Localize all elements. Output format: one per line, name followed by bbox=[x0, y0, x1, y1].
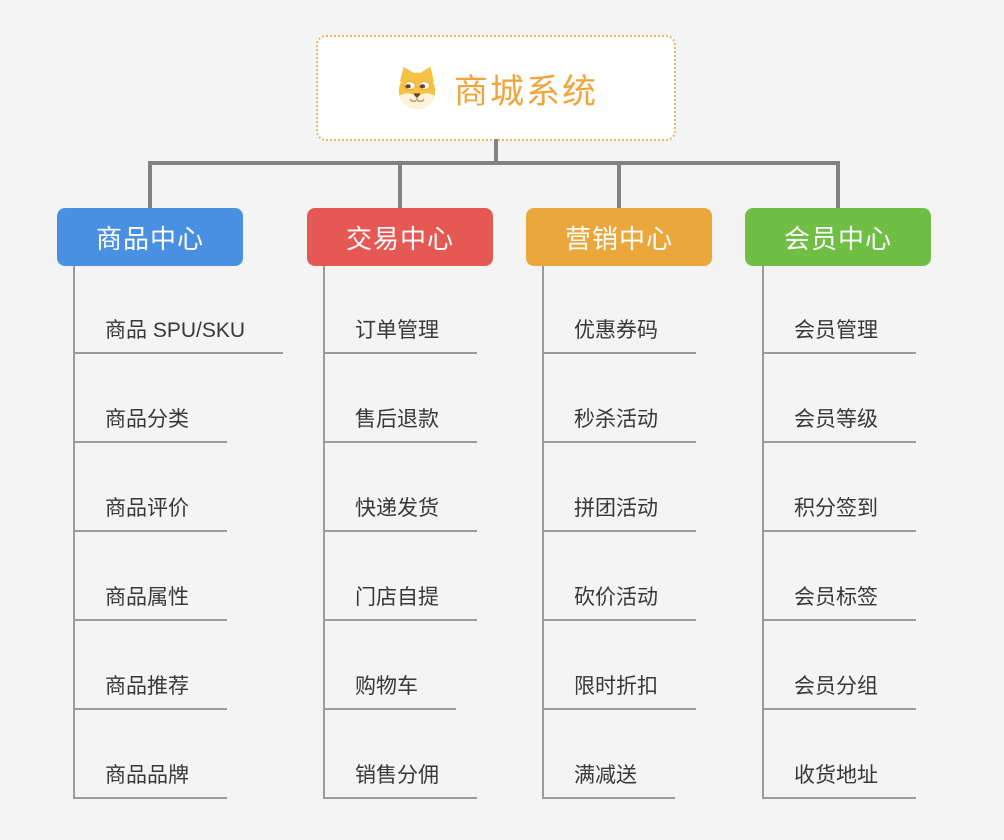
leaf-node[interactable]: 收货地址 bbox=[764, 761, 916, 799]
leaf-node[interactable]: 快递发货 bbox=[325, 494, 477, 532]
leaf-node[interactable]: 销售分佣 bbox=[325, 761, 477, 799]
branch-children-marketing-center: 优惠券码 秒杀活动 拼团活动 砍价活动 限时折扣 满减送 bbox=[542, 266, 782, 799]
leaf-node[interactable]: 砍价活动 bbox=[544, 583, 696, 621]
root-node[interactable]: 商城系统 bbox=[316, 35, 676, 141]
leaf-node[interactable]: 商品品牌 bbox=[75, 761, 227, 799]
leaf-node[interactable]: 商品分类 bbox=[75, 405, 227, 443]
connector-drop-branch-1 bbox=[148, 161, 152, 208]
leaf-node[interactable]: 商品属性 bbox=[75, 583, 227, 621]
branch-node-member-center[interactable]: 会员中心 bbox=[745, 208, 931, 266]
branch-node-trade-center[interactable]: 交易中心 bbox=[307, 208, 493, 266]
leaf-node[interactable]: 拼团活动 bbox=[544, 494, 696, 532]
leaf-node[interactable]: 会员分组 bbox=[764, 672, 916, 710]
branch-children-product-center: 商品 SPU/SKU 商品分类 商品评价 商品属性 商品推荐 商品品牌 bbox=[73, 266, 313, 799]
leaf-node[interactable]: 商品评价 bbox=[75, 494, 227, 532]
leaf-node[interactable]: 会员管理 bbox=[764, 316, 916, 354]
leaf-node[interactable]: 购物车 bbox=[325, 672, 456, 710]
connector-horizontal-bar bbox=[148, 161, 840, 165]
connector-root-drop bbox=[494, 139, 498, 165]
connector-drop-branch-2 bbox=[398, 161, 402, 208]
leaf-node[interactable]: 会员等级 bbox=[764, 405, 916, 443]
leaf-node[interactable]: 会员标签 bbox=[764, 583, 916, 621]
branch-node-marketing-center[interactable]: 营销中心 bbox=[526, 208, 712, 266]
leaf-node[interactable]: 优惠券码 bbox=[544, 316, 696, 354]
connector-drop-branch-4 bbox=[836, 161, 840, 208]
connector-drop-branch-3 bbox=[617, 161, 621, 208]
branch-children-trade-center: 订单管理 售后退款 快递发货 门店自提 购物车 销售分佣 bbox=[323, 266, 563, 799]
branch-node-product-center[interactable]: 商品中心 bbox=[57, 208, 243, 266]
leaf-node[interactable]: 商品 SPU/SKU bbox=[75, 316, 284, 354]
leaf-node[interactable]: 积分签到 bbox=[764, 494, 916, 532]
leaf-node[interactable]: 满减送 bbox=[544, 761, 675, 799]
root-title: 商城系统 bbox=[454, 72, 598, 111]
leaf-node[interactable]: 商品推荐 bbox=[75, 672, 227, 710]
leaf-node[interactable]: 限时折扣 bbox=[544, 672, 696, 710]
leaf-node[interactable]: 售后退款 bbox=[325, 405, 477, 443]
shiba-dog-icon bbox=[398, 66, 436, 110]
leaf-node[interactable]: 秒杀活动 bbox=[544, 405, 696, 443]
branch-children-member-center: 会员管理 会员等级 积分签到 会员标签 会员分组 收货地址 bbox=[762, 266, 1002, 799]
leaf-node[interactable]: 门店自提 bbox=[325, 583, 477, 621]
leaf-node[interactable]: 订单管理 bbox=[325, 316, 477, 354]
